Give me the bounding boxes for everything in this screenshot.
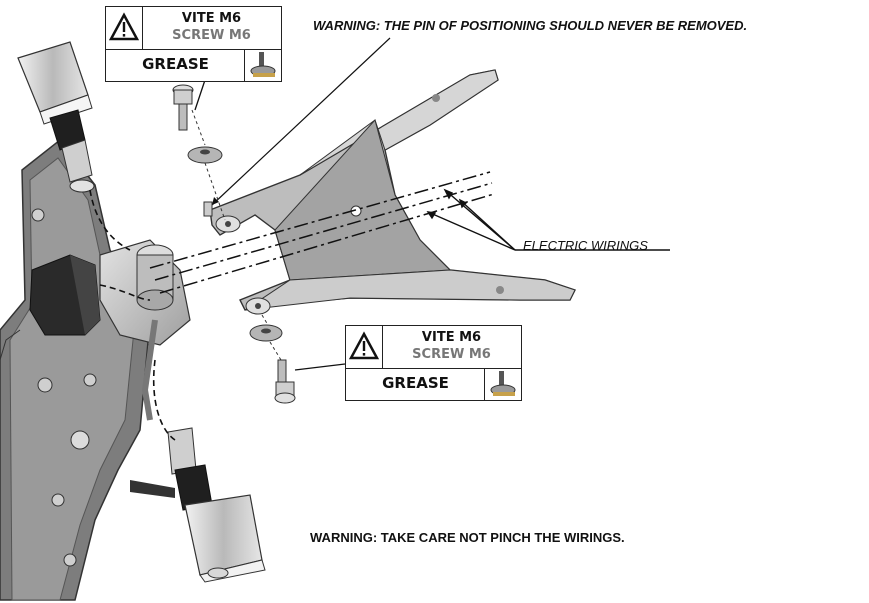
side-plate [0,138,151,601]
warning-pin: WARNING: THE PIN OF POSITIONING SHOULD N… [313,18,747,33]
callout-line3: GREASE [382,374,449,392]
upper-screw [172,84,226,221]
callout-screw-grease-1: VITE M6 SCREW M6 GREASE [105,6,282,82]
grease-gun-icon [484,368,521,400]
callout-line2: SCREW M6 [412,347,491,362]
center-mount [99,239,191,421]
callout-line1: VITE M6 [421,330,482,345]
bracket-cover [29,254,101,336]
lower-pad [130,427,266,583]
electric-wiring-lines [149,171,495,294]
callout-line1: VITE M6 [181,11,242,26]
warning-wirings: WARNING: TAKE CARE NOT PINCH THE WIRINGS… [310,530,625,545]
warning-pin-text: THE PIN OF POSITIONING SHOULD NEVER BE R… [380,18,748,33]
upper-pad [17,41,95,193]
warning-pin-prefix: WARNING: [313,18,381,33]
callout-2-leader [294,363,346,371]
callout-screw-grease-2: VITE M6 SCREW M6 GREASE [345,325,522,401]
callout-line3: GREASE [142,55,209,73]
grease-gun-icon [244,49,281,81]
callout-1-leader [194,79,206,111]
electric-wirings-label: ELECTRIC WIRINGS [523,238,648,253]
pin-leader-line [211,37,391,206]
callout-row-screw: VITE M6 SCREW M6 [106,7,281,50]
electric-wiring-leaders [426,188,670,251]
wiring-dashes-left [89,189,176,441]
lower-screw [249,314,296,404]
callout-line2: SCREW M6 [172,28,251,43]
callout-row-screw: VITE M6 SCREW M6 [346,326,521,369]
swing-arm [209,69,576,315]
warning-triangle-icon [106,7,143,49]
warning-triangle-icon [346,326,383,368]
